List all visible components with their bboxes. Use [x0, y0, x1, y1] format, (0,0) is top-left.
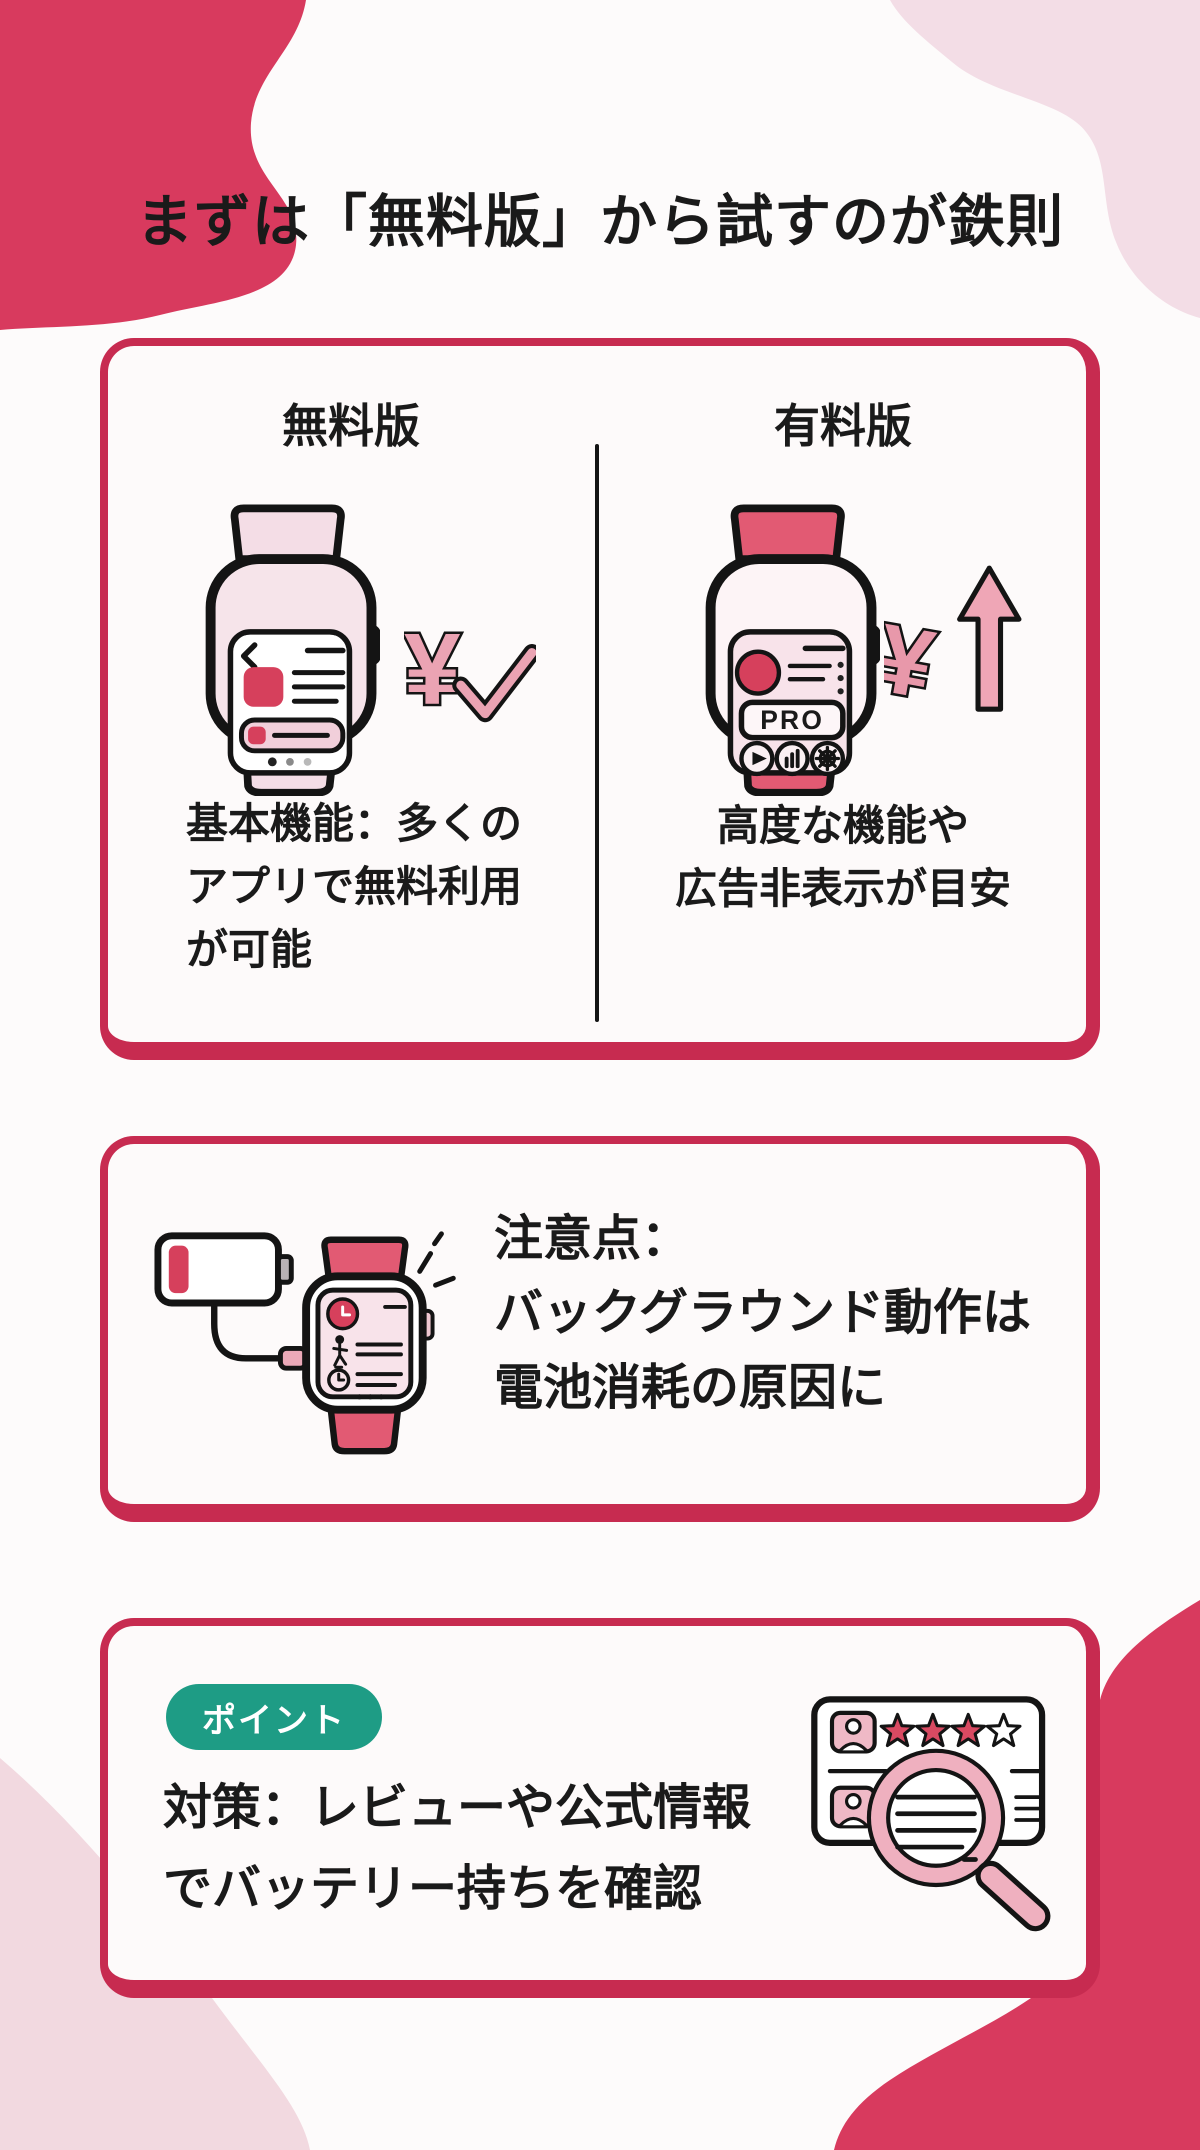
low-battery-smartwatch-icon [154, 1231, 456, 1455]
column-divider [595, 444, 599, 1022]
svg-text:¥: ¥ [404, 611, 461, 725]
svg-text:¥: ¥ [884, 603, 942, 716]
free-version-label: 無料版 [282, 400, 420, 452]
review-magnifier-icon [811, 1696, 1051, 1932]
paid-version-label: 有料版 [774, 400, 912, 452]
free-version-description: 基本機能：多くの アプリで無料利用 が可能 [186, 800, 523, 973]
smartwatch-free-app-icon [205, 504, 381, 796]
blob-top-left [0, 0, 306, 330]
pro-label: PRO [760, 705, 824, 735]
point-badge: ポイント [166, 1684, 382, 1750]
page-title: まずは「無料版」から試すのが鉄則 [136, 190, 1064, 254]
comparison-card: 無料版 有料版 [100, 338, 1100, 1060]
yen-up-arrow-icon: ¥ [884, 565, 1022, 716]
caution-text: 注意点： バックグラウンド動作は 電池消耗の原因に [494, 1212, 1032, 1415]
paid-version-description: 高度な機能や 広告非表示が目安 [674, 802, 1011, 912]
point-text: 対策：レビューや公式情報 でバッテリー持ちを確認 [163, 1781, 752, 1916]
yen-checkmark-icon: ¥ [404, 609, 536, 728]
caution-card: 注意点： バックグラウンド動作は 電池消耗の原因に [100, 1136, 1100, 1522]
blob-top-right [890, 0, 1200, 318]
blob-bottom-right [834, 1600, 1200, 2150]
point-card: ポイント 対策：レビューや公式情報 でバッテリー持ちを確認 [100, 1618, 1100, 1998]
smartwatch-pro-app-icon: PRO [705, 504, 881, 796]
